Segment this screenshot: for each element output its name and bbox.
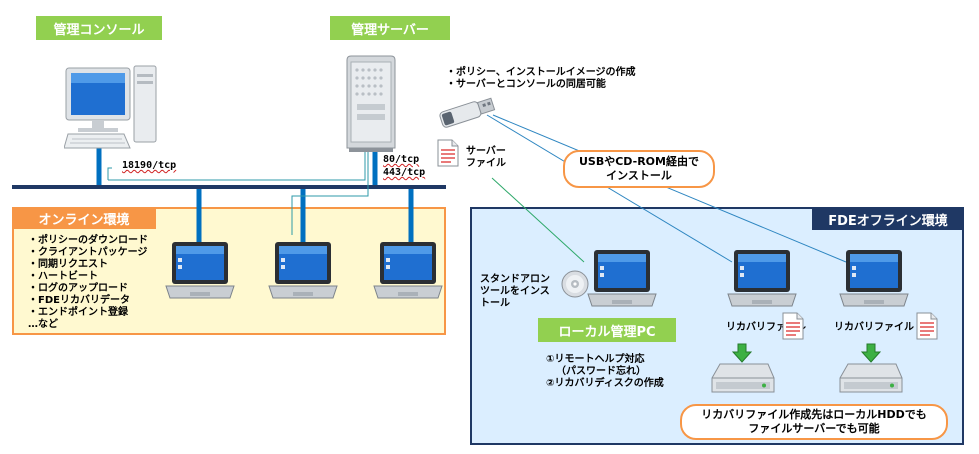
local-pc-label: ローカル管理PC <box>538 318 676 342</box>
usb-install-line-2: インストール <box>606 169 672 182</box>
server-label: 管理サーバー <box>330 16 450 40</box>
server-note-2: ・サーバーとコンソールの同居可能 <box>446 79 606 90</box>
down-arrow-icon <box>861 343 881 363</box>
recovery-file-label-1: リカバリファイル <box>726 322 806 333</box>
console-port-label: 18190/tcp <box>122 160 176 171</box>
document-icon <box>916 312 938 340</box>
recovery-file-label-2: リカバリファイル <box>834 322 914 333</box>
server-port-label-1: 80/tcp <box>383 154 419 165</box>
usb-route-1 <box>486 114 733 263</box>
online-item-list: ・ポリシーのダウンロード ・クライアントパッケージ ・同期リクエスト ・ハートビ… <box>28 235 148 331</box>
online-item: ・ログのアップロード <box>28 283 128 294</box>
offline-environment-label: FDEオフライン環境 <box>812 208 964 230</box>
desktop-pc-icon <box>64 65 157 149</box>
standalone-line-1: スタンドアロン <box>480 274 550 285</box>
server-file-label-1: サーバー <box>466 146 506 157</box>
document-icon <box>437 139 459 167</box>
usb-install-line-1: USBやCD-ROM経由で <box>579 155 699 168</box>
laptop-icon <box>839 250 909 307</box>
console-label: 管理コンソール <box>36 16 162 40</box>
hard-drive-icon <box>711 363 775 393</box>
standalone-line-3: トール <box>480 298 510 309</box>
server-console-route <box>108 152 366 181</box>
usb-stick-icon <box>439 97 496 128</box>
laptop-icon <box>268 242 338 299</box>
usb-install-callout: USBやCD-ROM経由で インストール <box>563 150 715 188</box>
server-file-route <box>491 177 585 263</box>
recovery-note-line-1: リカバリファイル作成先はローカルHDDでも <box>701 408 927 421</box>
online-environment-label: オンライン環境 <box>12 207 156 229</box>
laptop-icon <box>165 242 235 299</box>
recovery-note-callout: リカバリファイル作成先はローカルHDDでも ファイルサーバーでも可能 <box>680 404 948 440</box>
server-note-1: ・ポリシー、インストールイメージの作成 <box>446 67 636 78</box>
console-port-route <box>107 167 112 180</box>
recovery-note-line-2: ファイルサーバーでも可能 <box>748 422 880 435</box>
server-port-text-2: 443/tcp <box>383 167 426 178</box>
server-port-label-2: 443/tcp <box>383 167 425 178</box>
online-item: ・FDEリカバリデータ <box>28 295 130 306</box>
document-icon <box>782 312 804 340</box>
laptop-icon <box>727 250 797 307</box>
hard-drive-icon <box>839 363 903 393</box>
online-item: ・ポリシーのダウンロード <box>28 235 148 246</box>
laptop-icon <box>373 242 443 299</box>
down-arrow-icon <box>732 343 752 363</box>
local-pc-item-2: （パスワード忘れ） <box>556 366 646 377</box>
usb-route-2 <box>492 114 847 263</box>
online-item: ・同期リクエスト <box>28 259 108 270</box>
standalone-line-2: ツールをインス <box>480 286 550 297</box>
online-item: ・ハートビート <box>28 271 98 282</box>
tower-server-icon <box>346 55 396 152</box>
server-port-text-1: 80/tcp <box>383 154 420 165</box>
cd-disc-icon <box>561 270 589 298</box>
console-port-text: 18190/tcp <box>122 160 177 171</box>
laptop-server-route <box>291 152 369 235</box>
laptop-icon <box>587 250 657 307</box>
local-pc-item-1: ①リモートヘルプ対応 <box>546 354 645 365</box>
online-item: ・エンドポイント登録 <box>28 307 128 318</box>
server-file-label-2: ファイル <box>466 158 506 169</box>
online-item: …など <box>28 319 58 330</box>
online-item: ・クライアントパッケージ <box>28 247 148 258</box>
local-pc-item-3: ②リカバリディスクの作成 <box>546 378 664 389</box>
